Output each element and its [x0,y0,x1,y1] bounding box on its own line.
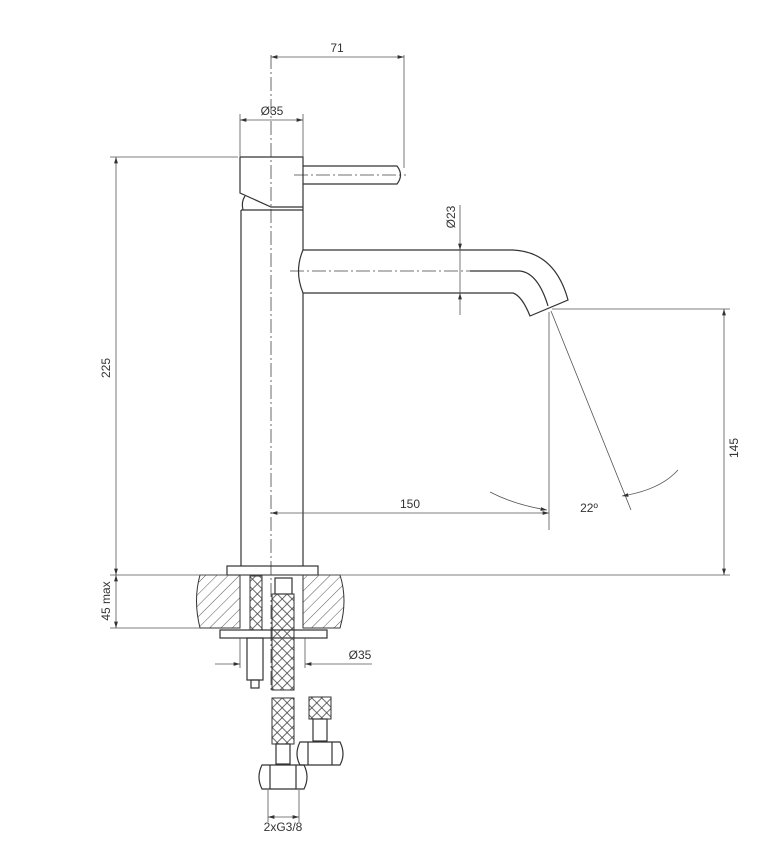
spout-inner [470,270,549,307]
threaded-rod [249,575,263,631]
braided-hose-1 [271,593,295,691]
base-flange [226,565,319,576]
rod-tip [250,679,260,689]
dim-spout-diameter: Ø23 [444,205,458,228]
angle-line [550,310,632,511]
dim-connection: 2xG3/8 [264,820,303,834]
hose-2-nut [296,741,344,766]
spout [297,249,569,317]
handle-seam [241,195,246,211]
hose-1-ferrule [275,743,291,765]
hose-1-nut [258,764,308,790]
dim-hole-diameter: Ø35 [349,648,372,662]
countertop-right [302,574,345,629]
hose-connector [274,577,293,595]
dim-lever-reach: 71 [330,41,344,55]
dim-spout-height: 145 [727,438,741,458]
handle-block [239,156,304,210]
braided-hose-2 [308,696,332,720]
countertop-left [196,574,241,629]
dim-spout-reach: 150 [400,497,420,511]
rod-nut [246,637,264,681]
dim-countertop-thickness: 45 max [99,581,113,620]
dim-body-diameter: Ø35 [261,104,284,118]
faucet-body [240,209,304,566]
angle-arc-right [621,469,679,497]
lever [303,165,402,185]
hose-2-ferrule [312,718,328,742]
braided-hose-1-lower [271,697,295,745]
dim-total-height: 225 [99,358,113,378]
dim-spout-angle: 22º [580,501,598,515]
angle-arc-left [489,491,548,511]
